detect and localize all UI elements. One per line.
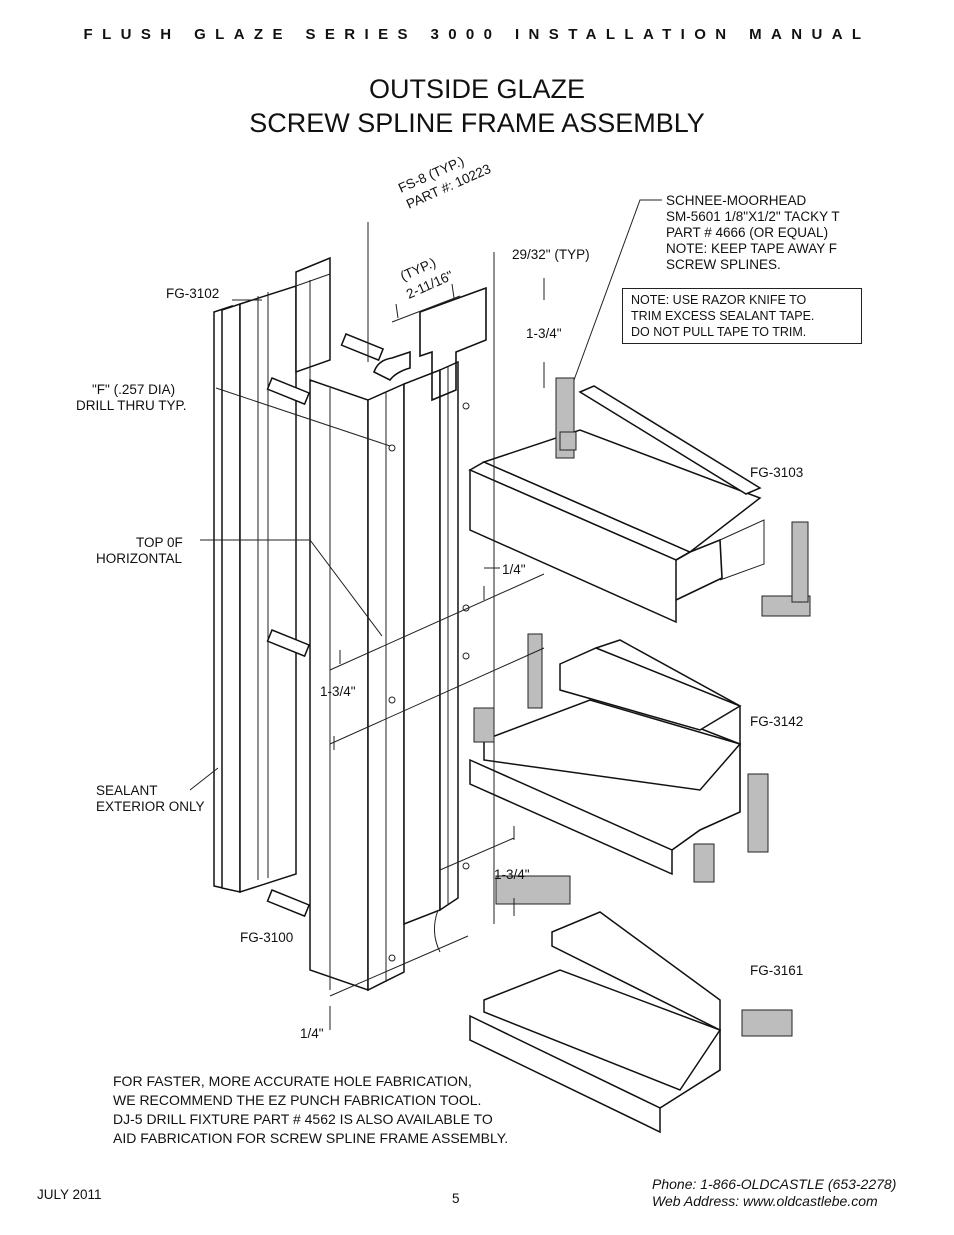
sealant-label-line2: EXTERIOR ONLY (96, 799, 205, 814)
dim-1-3-4-top-label: 1-3/4" (526, 326, 562, 341)
fabrication-note-line2: WE RECOMMEND THE EZ PUNCH FABRICATION TO… (113, 1092, 482, 1108)
contact-phone: Phone: 1-866-OLDCASTLE (653-2278) (652, 1176, 897, 1192)
screw-icons (266, 333, 385, 918)
gasket-3103-c (559, 431, 577, 451)
manual-header: FLUSH GLAZE SERIES 3000 INSTALLATION MAN… (83, 26, 871, 43)
gasket-3103-b (791, 521, 809, 603)
drill-label-line1: "F" (.257 DIA) (92, 382, 176, 397)
fg3100-label: FG-3100 (240, 930, 294, 945)
dim-1-3-4-mid-label: 1-3/4" (320, 684, 356, 699)
razor-note-line1: NOTE: USE RAZOR KNIFE TO (631, 293, 807, 307)
top-horizontal-line1: TOP 0F (136, 535, 183, 550)
dim-29-32-label: 29/32" (TYP) (512, 247, 590, 262)
page-number: 5 (452, 1191, 460, 1206)
dim-1-4-bottom-label: 1/4" (300, 1026, 324, 1041)
sealant-label-line1: SEALANT (96, 783, 158, 798)
schnee-line3: PART # 4666 (OR EQUAL) (666, 225, 829, 240)
razor-knife-note: NOTE: USE RAZOR KNIFE TO TRIM EXCESS SEA… (622, 288, 862, 344)
dim-1-4-mid-label: 1/4" (502, 562, 526, 577)
fg3103-label: FG-3103 (750, 465, 804, 480)
fg3142-label: FG-3142 (750, 714, 804, 729)
fabrication-note-line1: FOR FASTER, MORE ACCURATE HOLE FABRICATI… (113, 1073, 472, 1089)
fg3100-jamb (309, 286, 487, 992)
footer-date: JULY 2011 (37, 1187, 102, 1202)
fabrication-note-line4: AID FABRICATION FOR SCREW SPLINE FRAME A… (113, 1130, 509, 1146)
fg3142-horizontal (469, 633, 769, 905)
page-title-line2: SCREW SPLINE FRAME ASSEMBLY (249, 108, 705, 138)
fg3103-horizontal (468, 377, 765, 624)
fabrication-note: FOR FASTER, MORE ACCURATE HOLE FABRICATI… (113, 1072, 508, 1148)
schnee-line4: NOTE: KEEP TAPE AWAY F (666, 241, 838, 256)
leader-lines (189, 199, 662, 1030)
dim-1-3-4-low-label: 1-3/4" (494, 867, 530, 882)
fabrication-note-line3: DJ-5 DRILL FIXTURE PART # 4562 IS ALSO A… (113, 1111, 493, 1127)
page-title-line1: OUTSIDE GLAZE (368, 74, 586, 104)
schnee-line1: SCHNEE-MOORHEAD (666, 193, 807, 208)
fg3102-jamb (213, 256, 331, 894)
contact-info: Phone: 1-866-OLDCASTLE (653-2278) Web Ad… (652, 1176, 896, 1210)
razor-note-line3: DO NOT PULL TAPE TO TRIM. (631, 325, 807, 339)
fg3102-label: FG-3102 (166, 286, 220, 301)
drill-label-line2: DRILL THRU TYP. (76, 398, 187, 413)
contact-web: Web Address: www.oldcastlebe.com (652, 1193, 878, 1209)
razor-note-line2: TRIM EXCESS SEALANT TAPE. (631, 309, 815, 323)
fg3161-horizontal (469, 911, 793, 1134)
schnee-line5: SCREW SPLINES. (666, 257, 781, 272)
fg3161-label: FG-3161 (750, 963, 804, 978)
top-horizontal-line2: HORIZONTAL (96, 551, 183, 566)
schnee-line2: SM-5601 1/8"X1/2" TACKY T (666, 209, 840, 224)
